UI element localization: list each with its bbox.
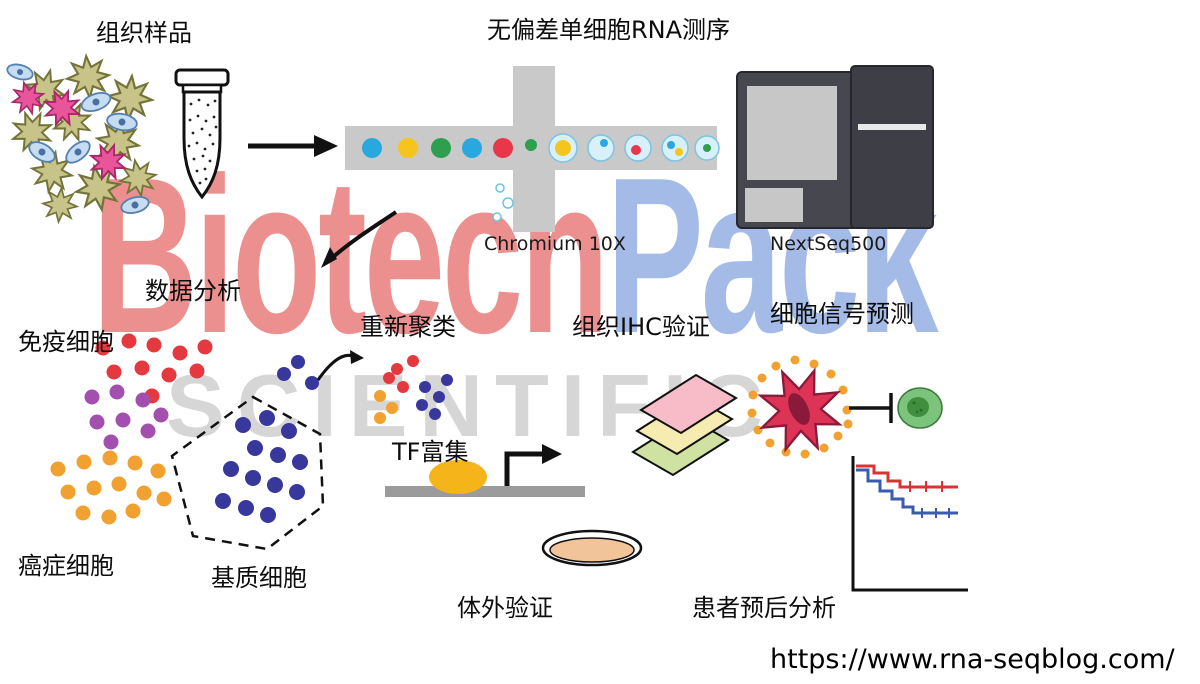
droplet-cells [555, 139, 711, 156]
ligand-dots [747, 355, 853, 459]
in-vitro-label: 体外验证 [457, 594, 553, 622]
tf-enrichment-label: TF富集 [392, 438, 469, 466]
immune-red-cluster [95, 333, 213, 404]
tf-promoter-diagram [385, 444, 585, 497]
sequencer-handle [858, 124, 926, 130]
tf-protein [429, 460, 487, 494]
ihc-slides-icon [631, 373, 738, 477]
recluster-orange-dots [374, 390, 398, 424]
tissue-sample-illustration [5, 46, 160, 230]
km-red-censor-ticks [909, 481, 943, 492]
signaling-cell-icon [745, 355, 855, 465]
cancer-orange-cluster [50, 450, 172, 525]
inhibition-arrow [849, 393, 893, 423]
prognosis-label: 患者预后分析 [692, 594, 836, 622]
petri-dish-icon [541, 529, 643, 567]
stromal-cluster [215, 355, 319, 523]
recluster-arrow [316, 350, 364, 381]
km-curve-blue [856, 468, 958, 515]
sequencer-illustration [736, 65, 934, 229]
signaling-label: 细胞信号预测 [770, 300, 914, 328]
eppendorf-tube-icon [174, 68, 230, 200]
target-cell-icon [897, 387, 943, 429]
sequencing-title: 无偏差单细胞RNA测序 [487, 16, 731, 44]
curved-arrow-data-analysis [321, 210, 398, 268]
data-analysis-label: 数据分析 [145, 277, 241, 305]
tube-dotted-texture [187, 98, 218, 185]
km-blue-censor-ticks [921, 508, 950, 518]
recluster-navy-dots [416, 374, 453, 420]
transcription-arrowhead [542, 444, 562, 464]
cell-nucleus [788, 393, 810, 425]
sequencer-panel [745, 188, 803, 222]
ihc-validation-label: 组织IHC验证 [572, 313, 710, 341]
km-axes [851, 456, 968, 592]
stromal-dashed-outline [170, 395, 325, 551]
reclustering-label: 重新聚类 [360, 313, 456, 341]
chromium-label: Chromium 10X [484, 233, 626, 255]
recluster-red-dots [383, 355, 419, 393]
km-curve-red [856, 464, 958, 489]
nextseq-label: NextSeq500 [770, 233, 887, 255]
source-url[interactable]: https://www.rna-seqblog.com/ [770, 644, 1175, 675]
km-plot [851, 456, 968, 592]
flow-arrow [248, 135, 338, 157]
microfluidic-chip [345, 66, 720, 232]
chip-bubbles [492, 183, 514, 222]
sequencer-screen [747, 86, 837, 180]
chip-cells [362, 138, 537, 158]
tissue-sample-label: 组织样品 [96, 19, 192, 47]
immune-purple-cluster [84, 384, 169, 450]
dna-bar [385, 486, 585, 497]
stromal-cells-label: 基质细胞 [211, 564, 307, 592]
cancer-cells-label: 癌症细胞 [18, 552, 114, 580]
immune-cells-label: 免疫细胞 [18, 328, 114, 356]
